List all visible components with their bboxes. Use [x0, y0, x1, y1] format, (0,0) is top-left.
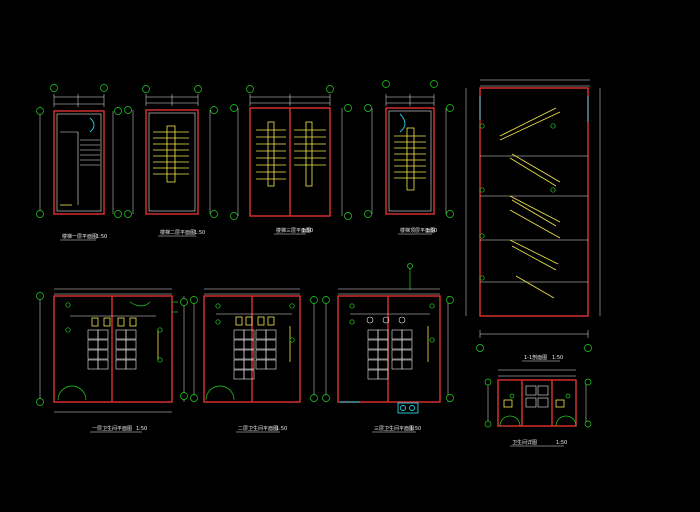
stair-plan-2: 楼梯二层平面图 1:50 — [124, 85, 218, 237]
stair-plan-1-scale: 1:50 — [96, 234, 107, 240]
toilet-plan-1-scale: 1:50 — [136, 426, 147, 432]
stair-plan-1-title: 楼梯一层平面图 — [62, 233, 97, 240]
toilet-plan-2-title: 二层卫生间平面图 — [238, 425, 278, 432]
stair-plan-4-title: 楼梯顶层平面图 — [400, 227, 435, 234]
toilet-plan-3-title: 三层卫生间平面图 — [374, 425, 414, 432]
stair-plan-2-scale: 1:50 — [194, 230, 205, 236]
stair-plan-3-scale: 1:50 — [302, 228, 313, 234]
stair-plan-2-title: 楼梯二层平面图 — [160, 229, 195, 236]
toilet-plan-1: 一层卫生间平面图 1:50 — [36, 288, 188, 433]
stair-section: 1-1剖面图 1:50 — [465, 79, 601, 362]
toilet-plan-2-scale: 1:50 — [276, 426, 287, 432]
detail-plan-title: 卫生间详图 — [512, 439, 537, 446]
toilet-plan-2: 二层卫生间平面图 1:50 — [190, 288, 318, 433]
stair-plan-1: 楼梯一层平面图 1:50 — [36, 84, 122, 241]
toilet-plan-3-scale: 1:50 — [410, 426, 421, 432]
stair-section-scale: 1:50 — [552, 355, 563, 361]
stair-plan-3-title: 楼梯三层平面图 — [276, 227, 311, 234]
stair-plan-3: 楼梯三层平面图 1:50 — [230, 85, 352, 235]
detail-plan: 卫生间详图 1:50 — [484, 369, 592, 447]
stair-section-title: 1-1剖面图 — [524, 354, 547, 361]
toilet-plan-3: 三层卫生间平面图 1:50 — [322, 263, 454, 433]
toilet-plan-1-title: 一层卫生间平面图 — [92, 425, 132, 432]
stair-plan-4: 楼梯顶层平面图 1:50 — [364, 80, 454, 235]
detail-plan-scale: 1:50 — [556, 440, 567, 446]
stair-plan-4-scale: 1:50 — [426, 228, 437, 234]
